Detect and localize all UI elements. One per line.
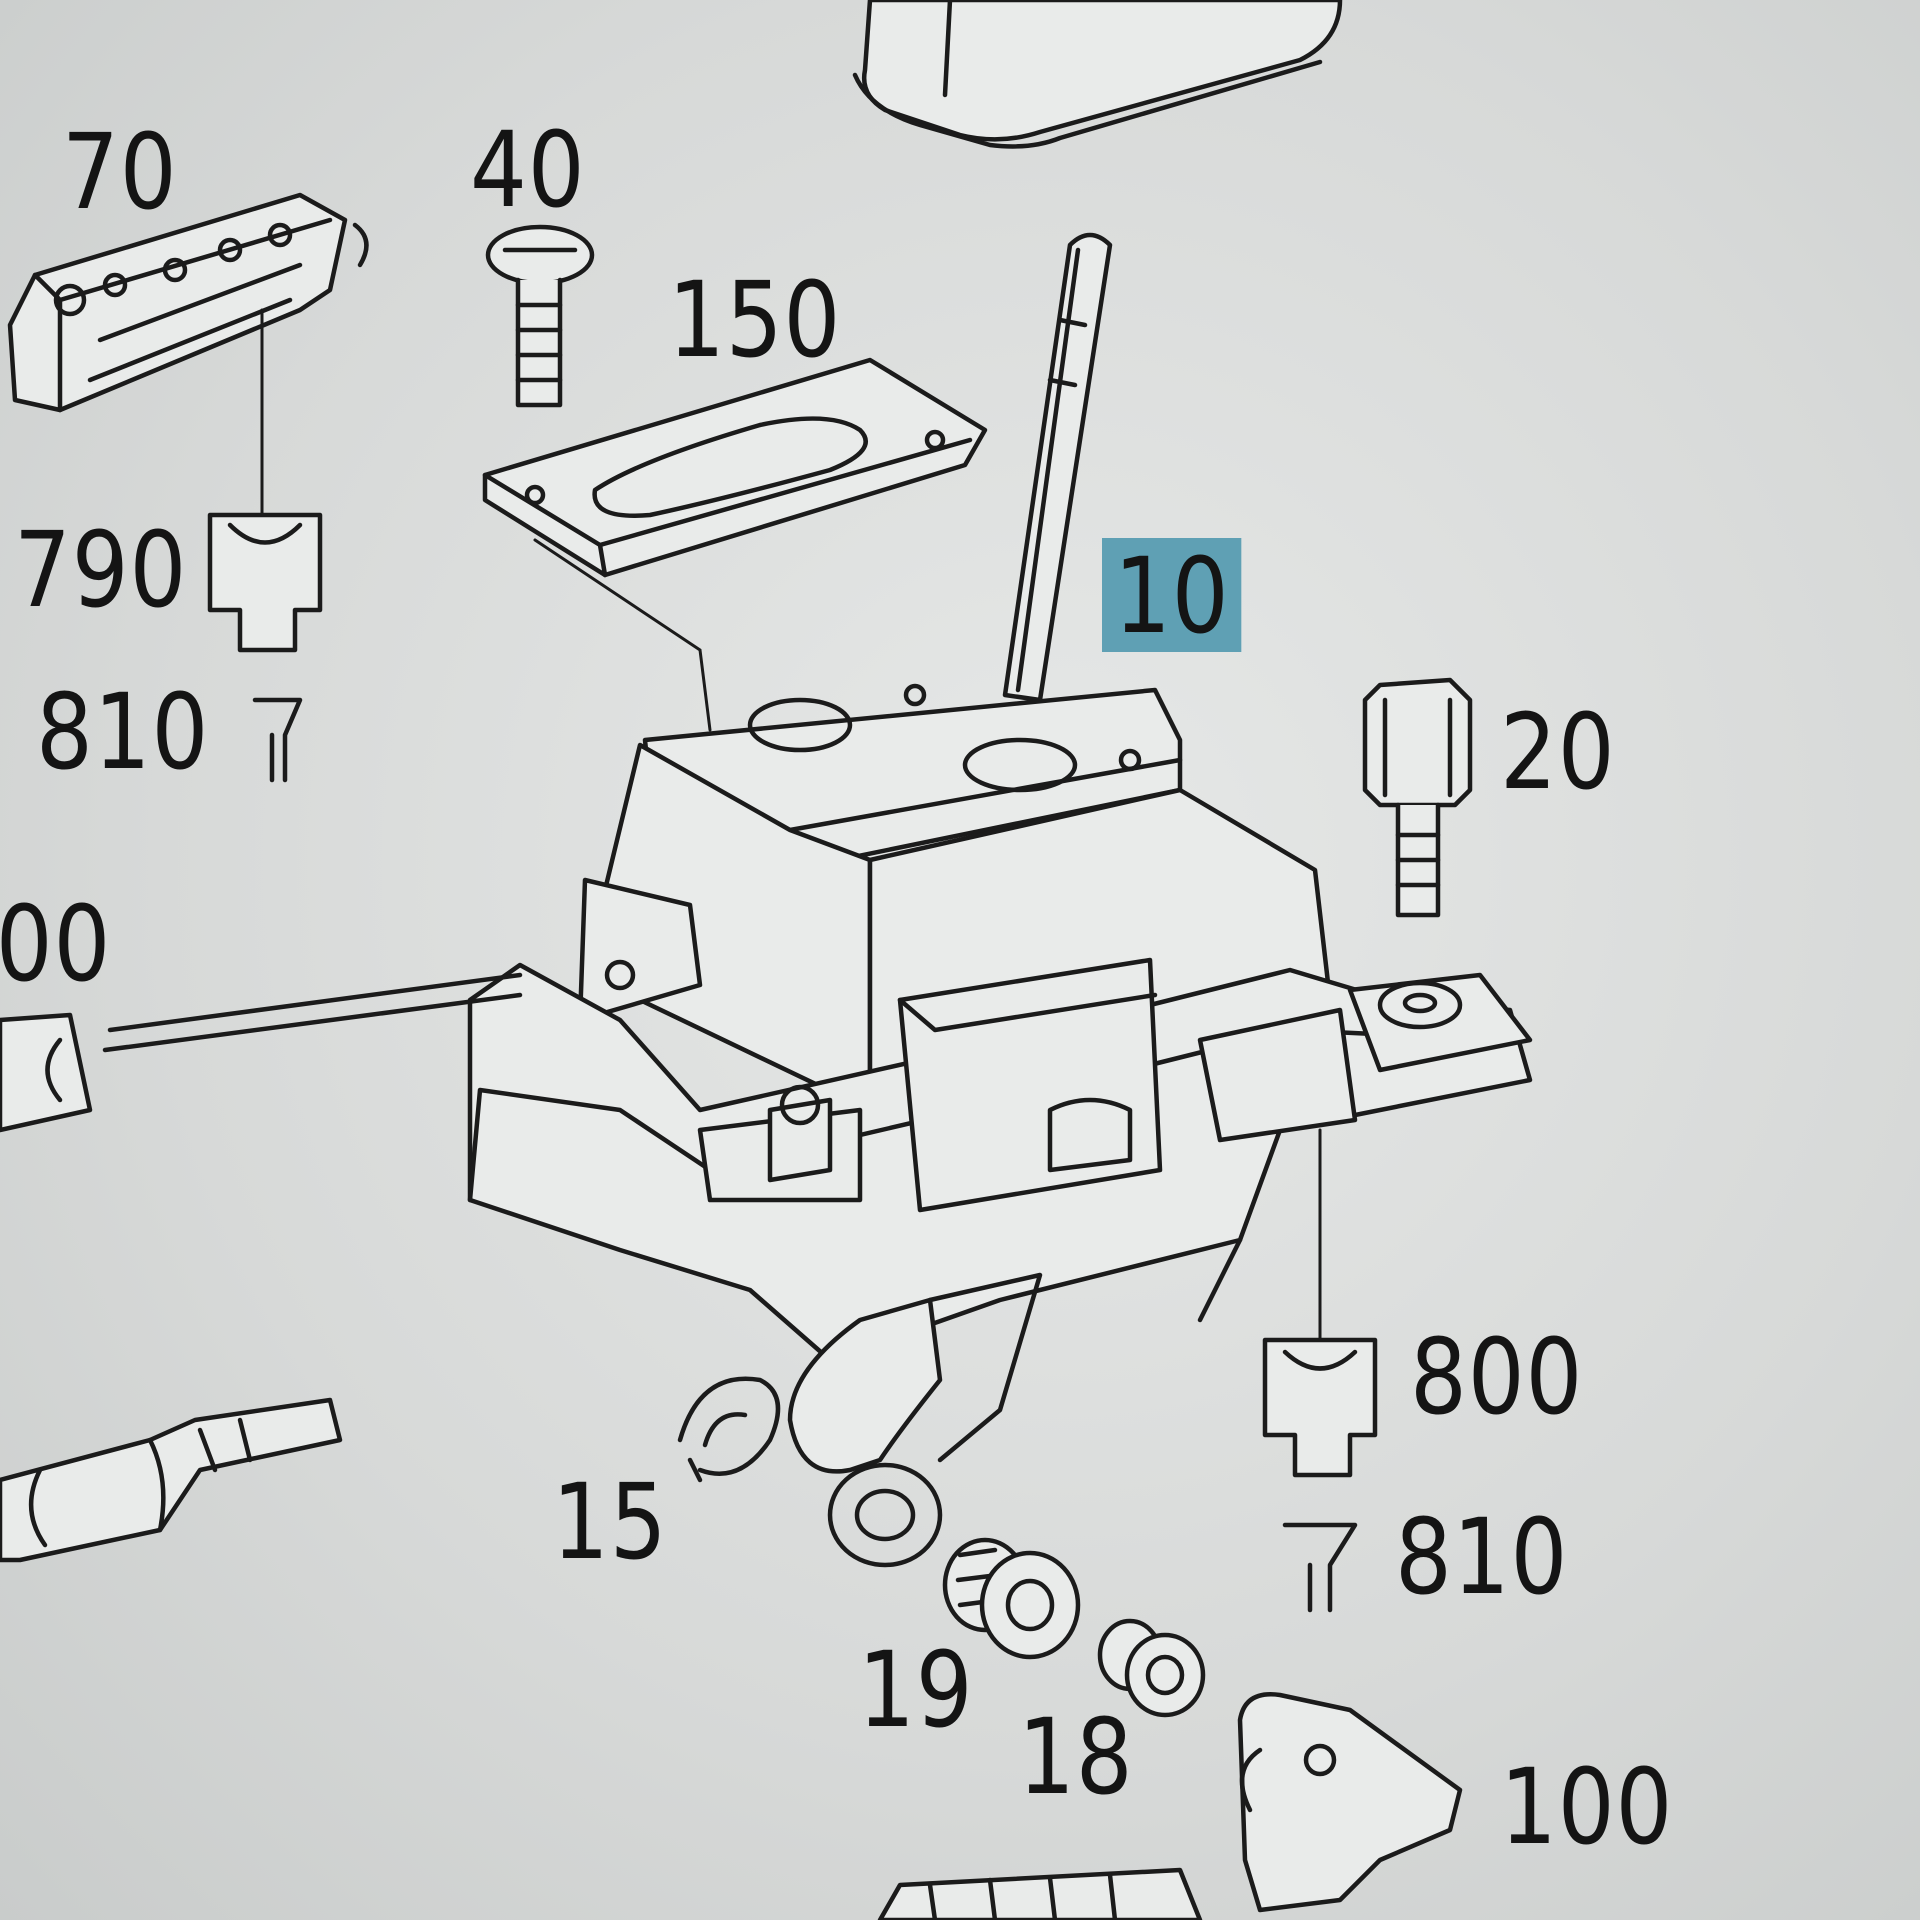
callout-19[interactable]: 19: [858, 1629, 974, 1751]
clip-790-part: [207, 512, 323, 653]
shift-lever-part: [1002, 232, 1113, 703]
gasket-plate-150-part: [482, 357, 988, 578]
linkage-rod-part: [0, 1397, 343, 1563]
shifter-boot-cover: [852, 0, 1343, 149]
bracket-100-left-part: [0, 1012, 93, 1133]
callout-150[interactable]: 150: [668, 259, 842, 381]
callout-790[interactable]: 790: [14, 509, 188, 631]
pin-810-left-part: [252, 697, 303, 783]
clip-800-part: [1262, 1337, 1378, 1478]
callout-100-right[interactable]: 100: [1500, 1746, 1674, 1868]
callout-810-right[interactable]: 810: [1395, 1496, 1569, 1618]
callout-20[interactable]: 20: [1500, 691, 1616, 813]
screw-40-part: [485, 224, 595, 408]
callout-15[interactable]: 15: [552, 1461, 668, 1583]
bushing-18-part: [1097, 1618, 1206, 1718]
callout-18[interactable]: 18: [1018, 1696, 1134, 1818]
leader-line-150: [533, 538, 712, 732]
bolt-20-part: [1362, 677, 1473, 918]
shifter-housing-part: [102, 683, 1533, 1568]
bushing-19-part: [942, 1537, 1081, 1660]
pin-810-right-part: [1282, 1522, 1358, 1613]
callout-800[interactable]: 800: [1410, 1316, 1584, 1438]
switch-module-part: [7, 192, 369, 413]
callout-10-selected[interactable]: 10: [1102, 538, 1242, 652]
callout-70[interactable]: 70: [62, 111, 178, 233]
callout-810-left[interactable]: 810: [36, 671, 210, 793]
bracket-100-right-part: [1237, 1692, 1463, 1913]
callout-40[interactable]: 40: [470, 109, 586, 231]
circlip-15-part: [677, 1376, 781, 1483]
spring-part: [877, 1867, 1203, 1920]
callout-100-left[interactable]: 100: [0, 883, 112, 1005]
